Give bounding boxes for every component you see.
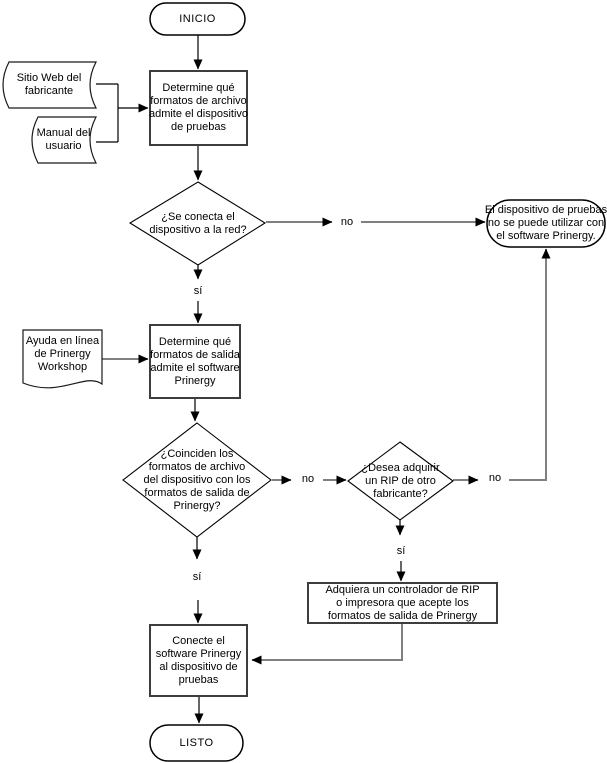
determine-file-formats-label: Determine qué formatos de archivo admite… [148,82,249,133]
edge-label-match-no: no [294,472,322,486]
process-determine-output-formats [149,324,241,399]
network-decision-label: ¿Se conecta el dispositivo a la red? [149,210,247,236]
cannot-use-label: El dispositivo de pruebas no se puede ut… [484,204,607,242]
process-acquire-rip [307,582,498,624]
terminator-end [149,724,244,762]
process-determine-file-formats [149,70,248,146]
determine-output-formats-label: Determine qué formatos de salida admite … [150,335,240,387]
edge-label-buyrip-yes: sí [387,544,415,558]
stored-data-manual [31,116,97,164]
edge-label-network-no: no [333,215,361,229]
decision-network [128,181,267,266]
process-connect-prinergy [149,624,248,697]
buy-rip-decision-label: ¿Desea adquirir un RIP de otro fabricant… [361,461,440,500]
edge-label-match-yes: sí [183,570,211,584]
manual-source-label: Manual del usuario [36,127,91,152]
edge-label-buyrip-no: no [481,471,509,485]
terminator-cannot-use [486,199,606,248]
connect-prinergy-label: Conecte el software Prinergy al disposit… [155,634,242,686]
end-label: LISTO [179,736,214,749]
decision-buy-rip [347,441,454,521]
document-help [22,329,103,389]
stored-data-web [2,61,97,109]
edge-acquire-to-connect [251,623,403,665]
help-source-label: Ayuda en línea de Prinergy Workshop [25,334,100,373]
edge-buyrip-no-2 [508,248,551,481]
terminator-start [149,2,246,36]
decision-formats-match [122,422,272,538]
start-label: INICIO [179,12,216,25]
formats-match-decision-label: ¿Coinciden los formatos de archivo del d… [143,447,251,512]
acquire-rip-label: Adquiera un controlador de RIP o impreso… [325,583,480,622]
web-source-label: Sitio Web del fabricante [16,72,82,97]
edge-label-network-yes: sí [184,284,212,298]
